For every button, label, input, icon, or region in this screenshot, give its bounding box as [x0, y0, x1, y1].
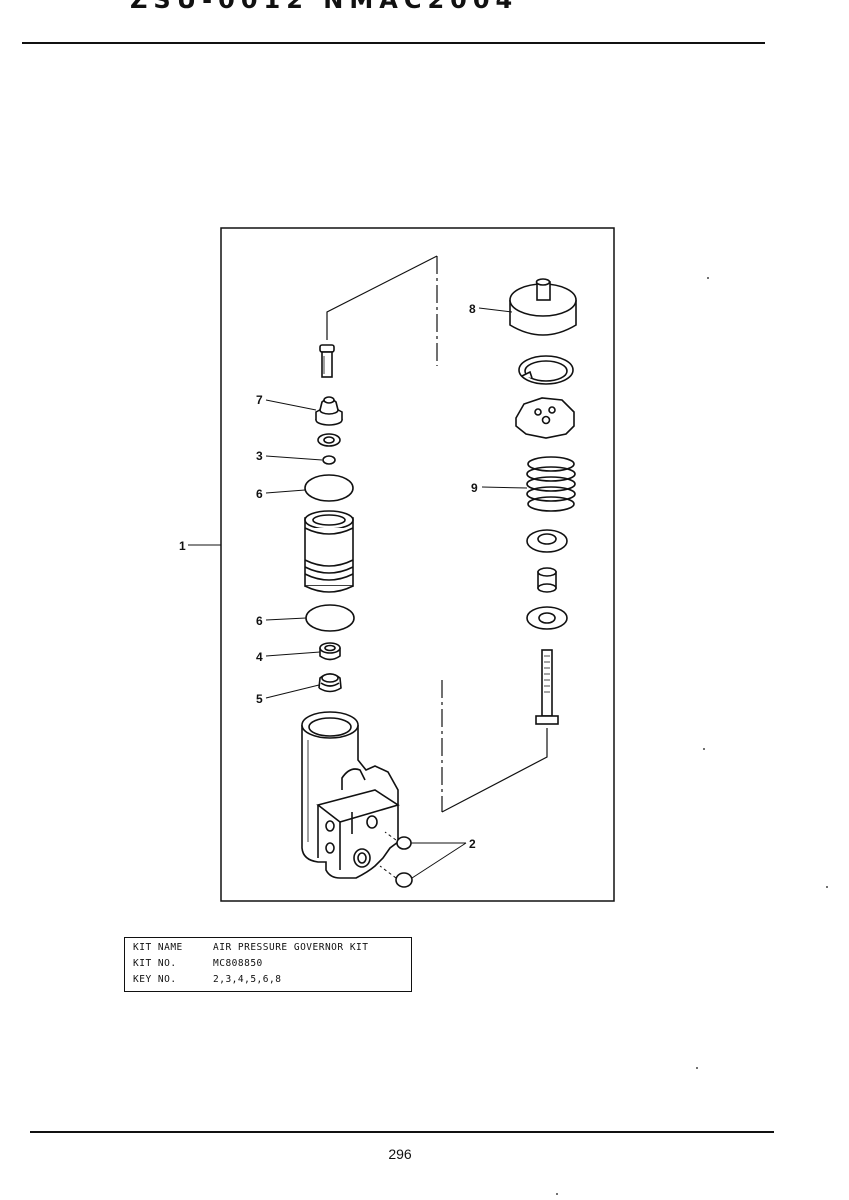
- adjusting-screw: [535, 649, 559, 725]
- callout-1: 1: [179, 539, 186, 553]
- part-2-plugs: [379, 831, 413, 888]
- scan-speck: [696, 1067, 698, 1069]
- callout-labels: 8 7 3 6 1 9 6 4 5 2: [179, 302, 478, 851]
- scan-speck: [707, 277, 709, 279]
- callout-4: 4: [256, 650, 263, 664]
- scan-speck: [826, 886, 828, 888]
- small-washer: [317, 433, 341, 447]
- sleeve-part: [304, 510, 354, 593]
- scan-speck: [556, 1193, 558, 1195]
- callout-3: 3: [256, 449, 263, 463]
- part-7-valve: [315, 396, 343, 426]
- leader-lines: [188, 307, 528, 879]
- snap-ring: [518, 355, 574, 385]
- page-header: ZSU-0012 NMAC2004: [130, 0, 519, 14]
- housing-body: [301, 711, 400, 879]
- top-rule: [22, 42, 765, 44]
- page-number: 296: [388, 1146, 412, 1162]
- kit-key: KEY NO.: [133, 974, 177, 985]
- part-6-o-ring-upper: [304, 474, 354, 502]
- part-6-o-ring-lower: [305, 604, 355, 632]
- kit-value: AIR PRESSURE GOVERNOR KIT: [213, 942, 369, 953]
- callout-8: 8: [469, 302, 476, 316]
- diagram-frame: [220, 227, 615, 902]
- kit-value: MC808850: [213, 958, 263, 969]
- lower-spring-seat: [526, 606, 568, 630]
- callout-6-lower: 6: [256, 614, 263, 628]
- assembly-line-top: [326, 255, 438, 366]
- part-3-o-ring: [322, 455, 336, 465]
- kit-key: KIT NO.: [133, 958, 177, 969]
- callout-5: 5: [256, 692, 263, 706]
- upper-spring-seat: [526, 529, 568, 553]
- callout-6-upper: 6: [256, 487, 263, 501]
- part-4-nut: [319, 642, 341, 661]
- adjusting-plate: [515, 397, 575, 439]
- kit-info-table: KIT NAME AIR PRESSURE GOVERNOR KIT KIT N…: [124, 937, 412, 992]
- part-9-spring: [526, 456, 576, 512]
- kit-key: KIT NAME: [133, 942, 183, 953]
- part-5-seat: [318, 673, 342, 693]
- bolt-part: [319, 344, 335, 378]
- part-8-cap: [509, 278, 577, 336]
- assembly-line-bottom: [441, 680, 548, 813]
- kit-value: 2,3,4,5,6,8: [213, 974, 282, 985]
- callout-2: 2: [469, 837, 476, 851]
- collar: [537, 567, 557, 593]
- bottom-rule: [30, 1131, 774, 1133]
- callout-9: 9: [471, 481, 478, 495]
- callout-7: 7: [256, 393, 263, 407]
- scan-speck: [703, 748, 705, 750]
